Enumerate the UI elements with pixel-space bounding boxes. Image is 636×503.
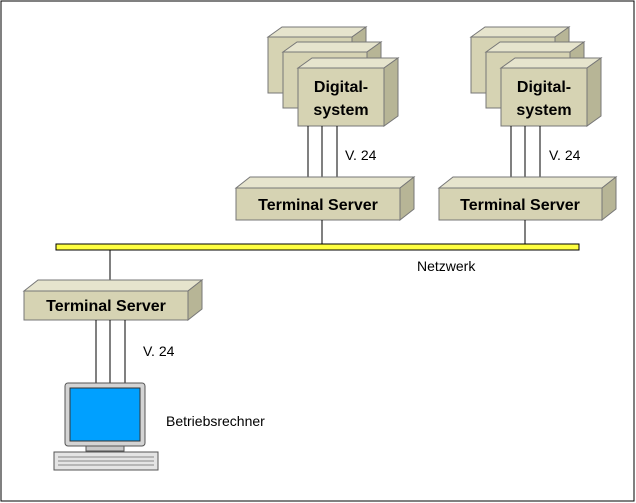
v24-lines-right bbox=[510, 126, 541, 177]
terminal-server-label: Terminal Server bbox=[258, 197, 378, 214]
operations-computer-label: Betriebsrechner bbox=[166, 413, 265, 429]
computer-icon bbox=[53, 382, 159, 471]
terminal-server-top-right: Terminal Server bbox=[437, 175, 618, 222]
v24-label-right: V. 24 bbox=[549, 147, 581, 163]
digital-system-label-line1: Digital- bbox=[517, 79, 571, 96]
network-bus bbox=[55, 243, 580, 251]
terminal-server-top-left: Terminal Server bbox=[234, 175, 416, 222]
digital-system-stack-right: Digital- system bbox=[469, 26, 603, 127]
digital-system-box-front: Digital- system bbox=[296, 57, 400, 127]
screen-icon bbox=[69, 387, 141, 442]
digital-system-stack-left: Digital- system bbox=[266, 26, 400, 127]
terminal-server-label: Terminal Server bbox=[46, 298, 166, 315]
digital-system-label-line2: system bbox=[313, 102, 368, 119]
terminal-server-bottom: Terminal Server bbox=[22, 278, 204, 322]
v24-label-bottom: V. 24 bbox=[143, 343, 175, 359]
network-label: Netzwerk bbox=[417, 258, 476, 274]
terminal-server-label: Terminal Server bbox=[460, 197, 580, 214]
v24-label-left: V. 24 bbox=[345, 147, 377, 163]
v24-lines-bottom bbox=[95, 320, 126, 383]
digital-system-label-line2: system bbox=[516, 102, 571, 119]
digital-system-label-line1: Digital- bbox=[314, 79, 368, 96]
digital-system-box-front: Digital- system bbox=[499, 57, 603, 127]
v24-lines-left bbox=[307, 126, 338, 177]
